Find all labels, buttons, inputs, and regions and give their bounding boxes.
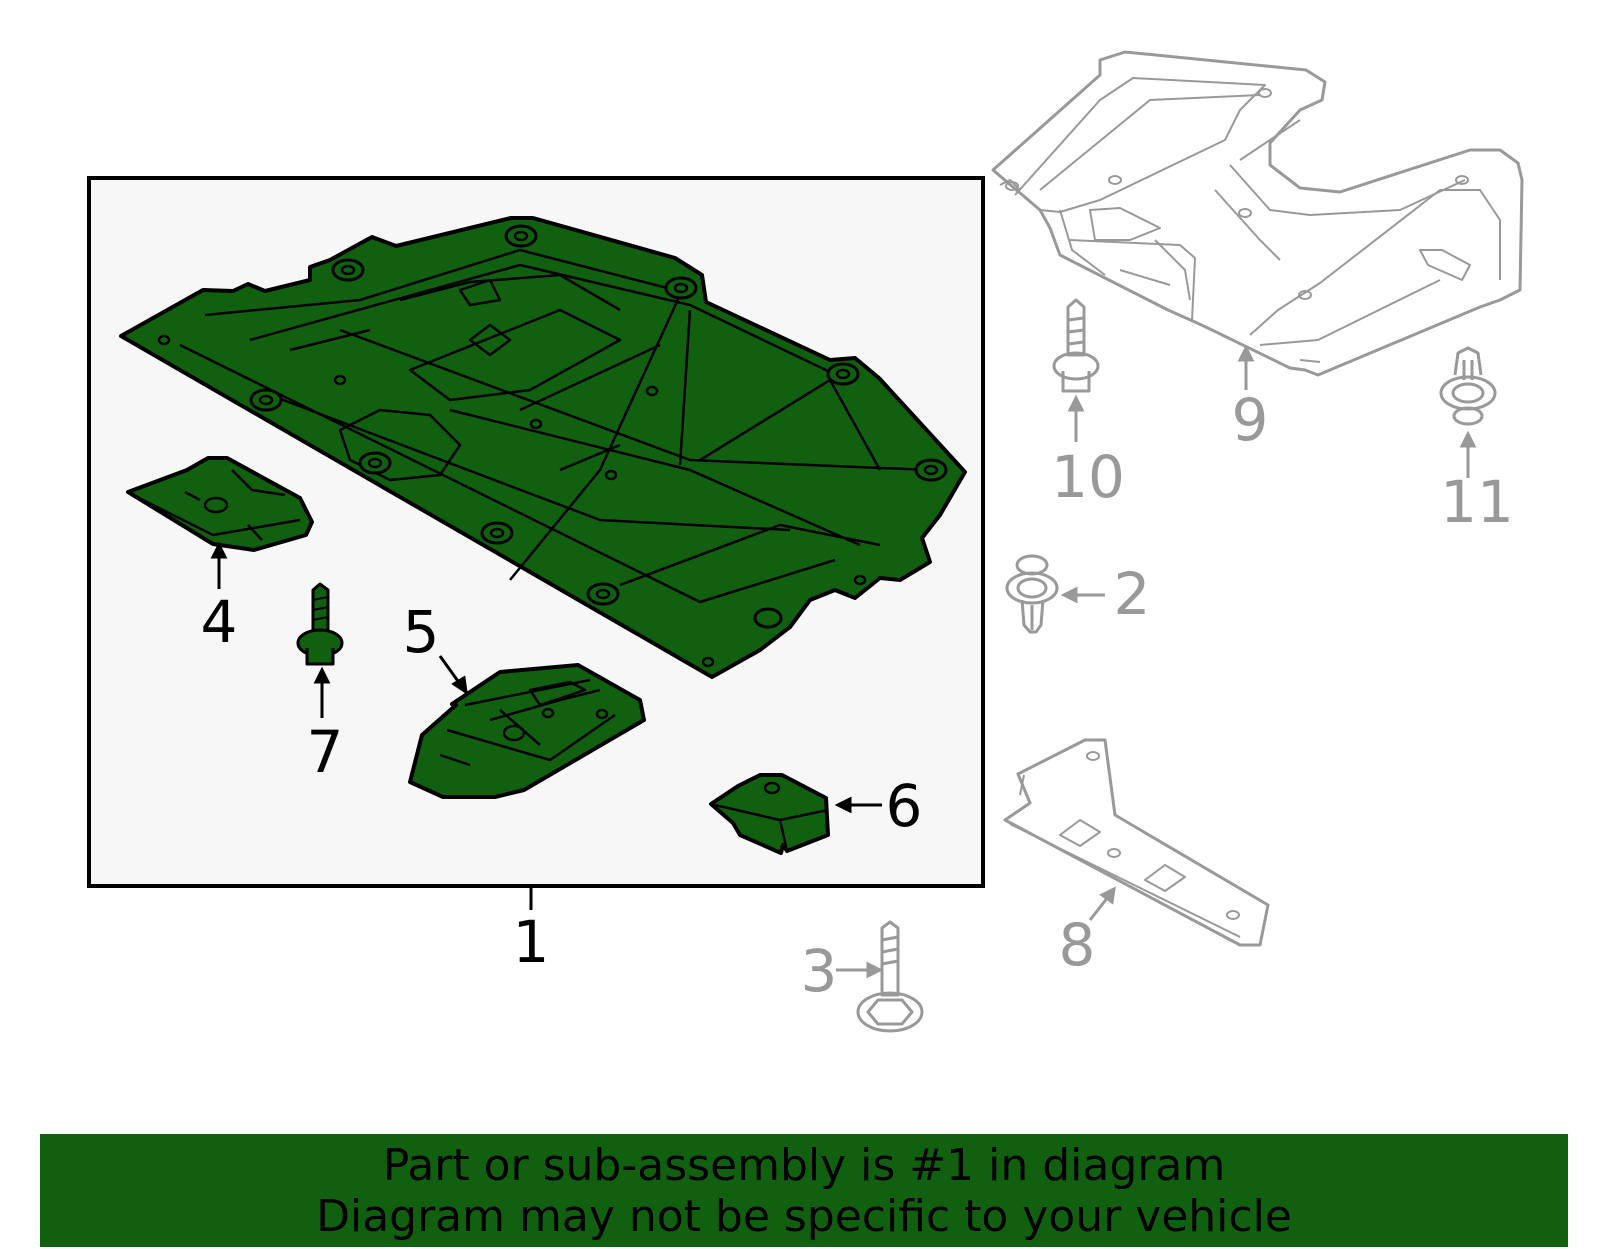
callout-5: 5 [403, 598, 440, 666]
part-8-bracket[interactable] [1003, 738, 1270, 947]
callout-7: 7 [307, 718, 344, 786]
part-11-clip[interactable] [1439, 346, 1497, 426]
leader-arrows-active [210, 541, 882, 814]
part-9-shield[interactable] [991, 50, 1524, 377]
callout-3: 3 [801, 937, 838, 1005]
callout-9: 9 [1232, 386, 1269, 454]
callout-10: 10 [1051, 443, 1125, 511]
part-10-bolt[interactable] [1052, 298, 1100, 393]
callout-6: 6 [886, 772, 923, 840]
leader-arrows-inactive [836, 344, 1477, 979]
part-2-clip[interactable] [1005, 554, 1059, 634]
part-7-bolt[interactable] [296, 582, 344, 666]
callout-11: 11 [1440, 468, 1514, 536]
callout-4: 4 [201, 588, 238, 656]
info-banner: Part or sub-assembly is #1 in diagram Di… [40, 1134, 1568, 1247]
callout-2: 2 [1114, 560, 1151, 628]
part-6-clip[interactable] [709, 773, 830, 855]
callout-1: 1 [513, 908, 550, 976]
main-under-cover[interactable] [119, 216, 967, 679]
part-5-plate[interactable] [408, 663, 646, 799]
callout-8: 8 [1059, 911, 1096, 979]
banner-line-1: Part or sub-assembly is #1 in diagram [382, 1139, 1226, 1191]
banner-line-2: Diagram may not be specific to your vehi… [316, 1190, 1292, 1242]
part-3-bolt[interactable] [856, 920, 924, 1033]
part-4-plate[interactable] [126, 456, 314, 552]
